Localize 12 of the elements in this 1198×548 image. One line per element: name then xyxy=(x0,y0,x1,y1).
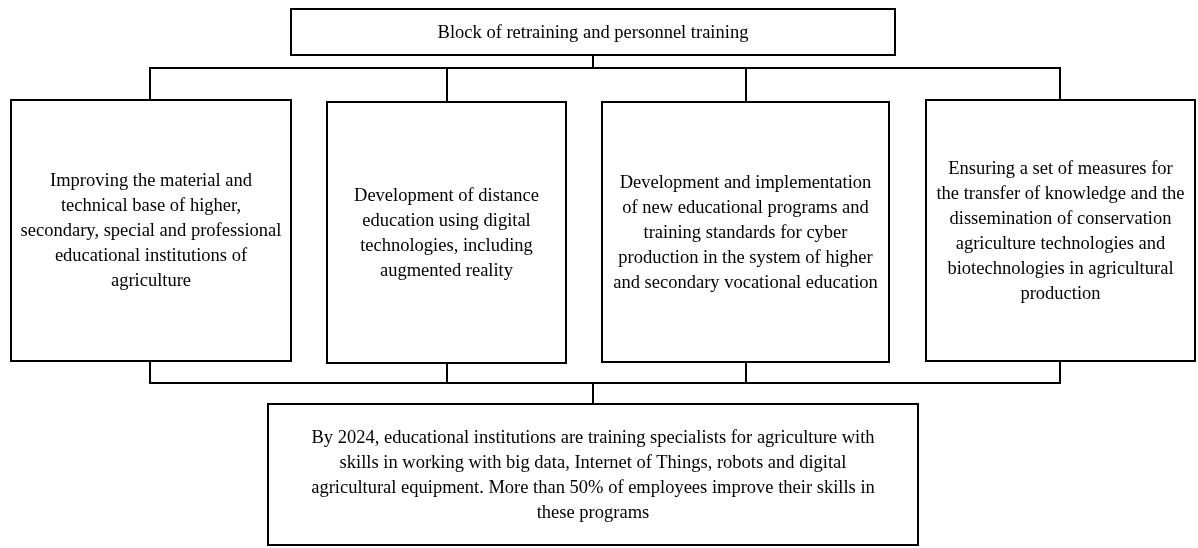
title-box xyxy=(290,8,896,56)
process-box xyxy=(10,99,292,362)
process-box xyxy=(601,101,890,363)
box-text: Development of distance education using digital technologies, including augmented reality xyxy=(353,183,540,282)
process-box xyxy=(925,99,1196,362)
box-text: Ensuring a set of measures for the transfer of knowledge and the dissemination of conservation agriculture technologies and biotechnologies in agricultural production xyxy=(935,156,1186,305)
box-text: By 2024, educational institutions are training specialists for agriculture with skills in working with big data, Internet of Things, robots and digital agricultural equipment. More than 50% of employees improve their skills in these programs xyxy=(310,425,876,524)
process-box xyxy=(326,101,567,364)
box-text: Development and implementation of new educational programs and training standards for cyber production in the system of higher and secondary vocational education xyxy=(612,170,879,294)
outcome-box xyxy=(267,403,919,546)
box-text: Improving the material and technical base of higher, secondary, special and professional educational institutions of agriculture xyxy=(20,169,282,292)
title-text: Block of retraining and personnel training xyxy=(437,20,749,44)
